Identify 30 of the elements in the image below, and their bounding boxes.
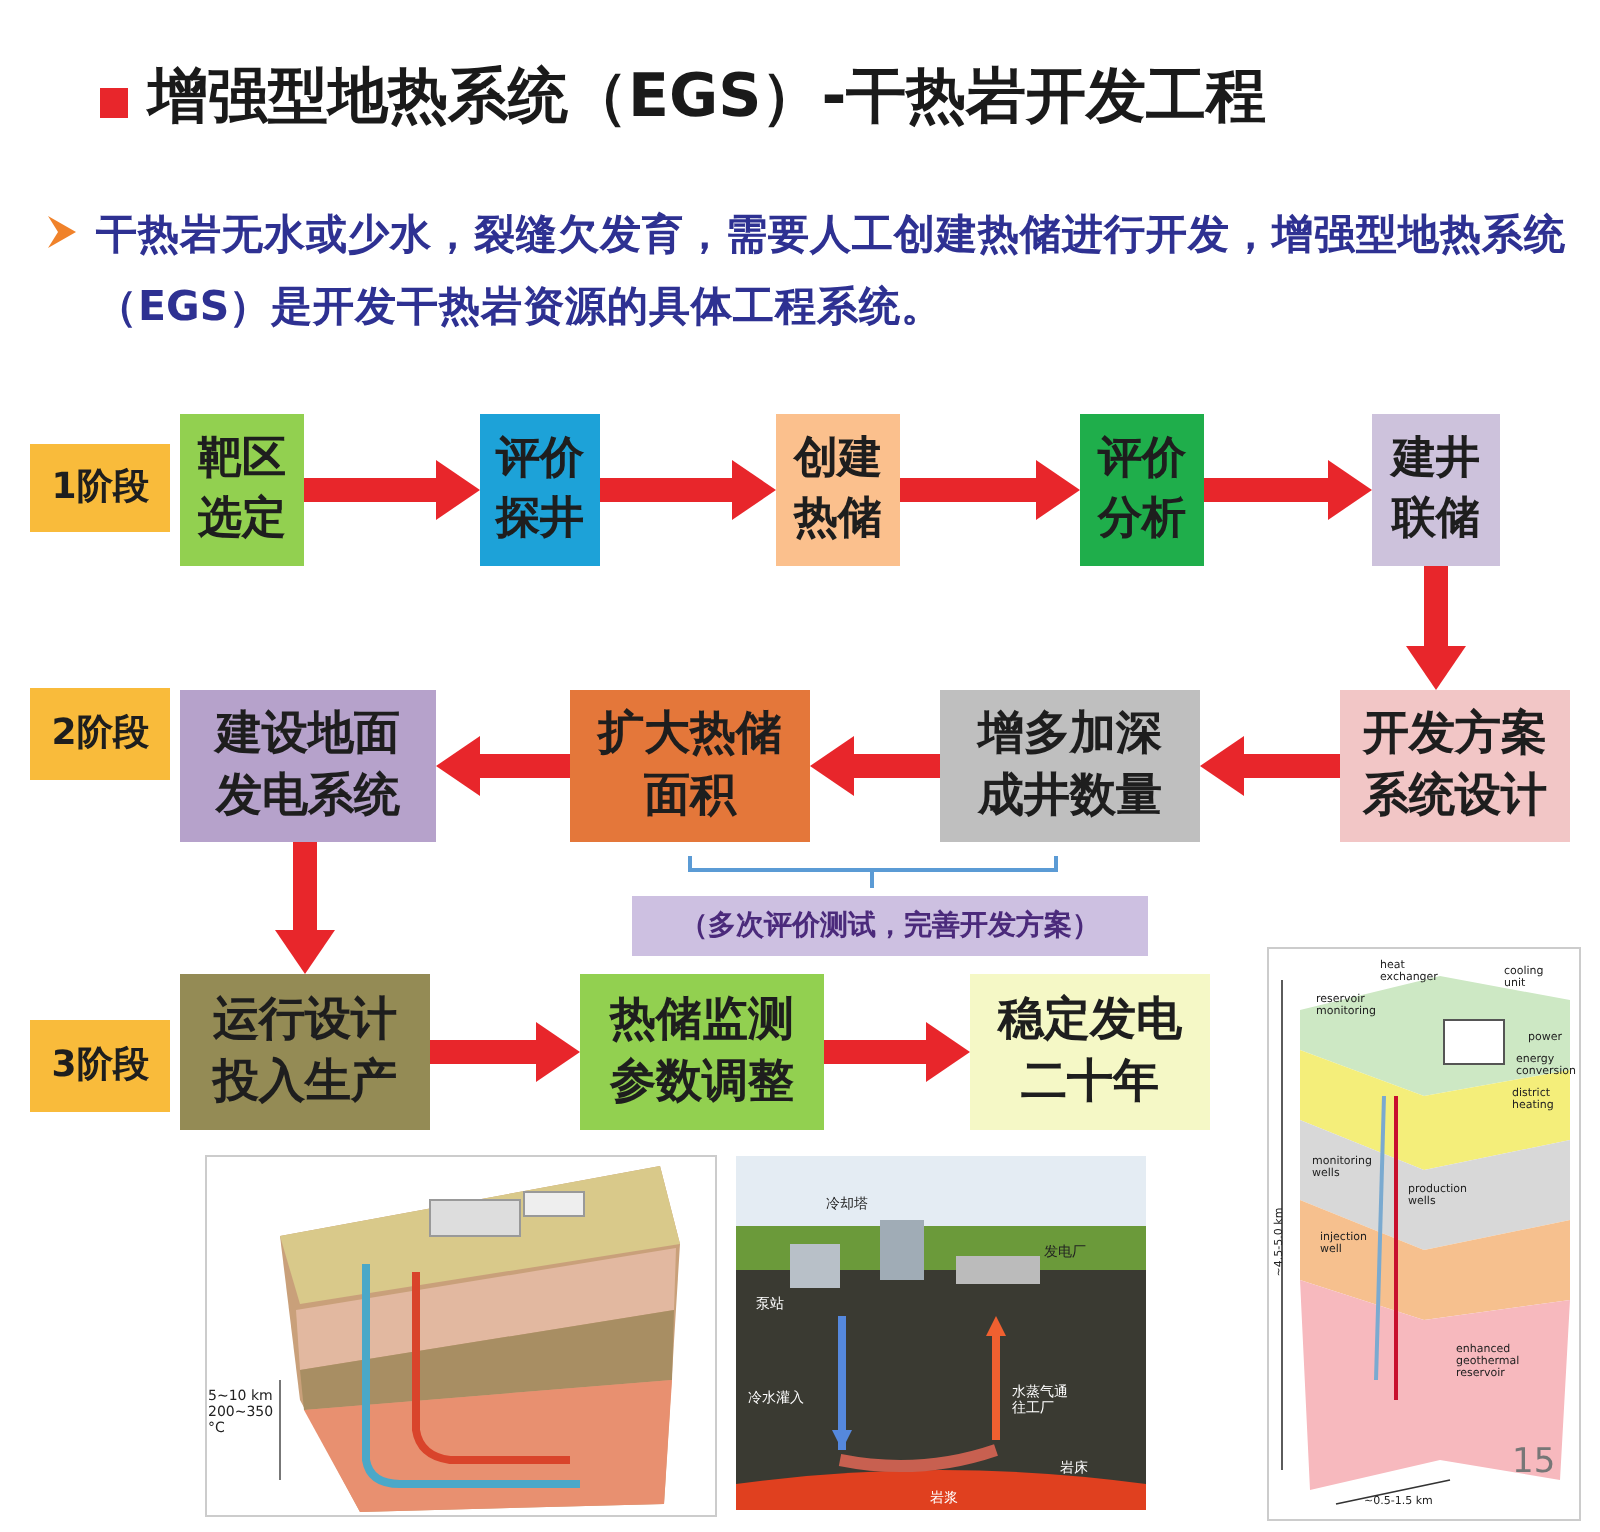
- process-box: 建设地面发电系统: [180, 690, 436, 842]
- stage-label: 1阶段: [30, 444, 170, 532]
- arrow: [600, 460, 776, 520]
- arrow: [275, 842, 335, 974]
- arrow: [824, 1022, 970, 1082]
- page-number: 15: [1512, 1442, 1558, 1482]
- arrow: [1406, 566, 1466, 690]
- arrow: [1200, 736, 1340, 796]
- process-box: 运行设计投入生产: [180, 974, 430, 1130]
- process-box: 开发方案系统设计: [1340, 690, 1570, 842]
- process-box: 靶区选定: [180, 414, 304, 566]
- bullet-text: 干热岩无水或少水，裂缝欠发育，需要人工创建热储进行开发，增强型地热系统（EGS）是开发干热岩资源的具体工程系统。: [96, 208, 1568, 334]
- stage-label: 3阶段: [30, 1020, 170, 1112]
- arrow: [1204, 460, 1372, 520]
- arrow: [900, 460, 1080, 520]
- arrow: [430, 1022, 580, 1082]
- arrow: [810, 736, 940, 796]
- slide-title: 增强型地热系统（EGS）-干热岩开发工程: [148, 60, 1267, 136]
- process-box: 稳定发电二十年: [970, 974, 1210, 1130]
- note-box: （多次评价测试，完善开发方案）: [632, 896, 1148, 956]
- process-box: 评价分析: [1080, 414, 1204, 566]
- process-box: 建井联储: [1372, 414, 1500, 566]
- arrow: [304, 460, 480, 520]
- process-box: 评价探井: [480, 414, 600, 566]
- stage-label: 2阶段: [30, 688, 170, 780]
- process-box: 增多加深成井数量: [940, 690, 1200, 842]
- process-box: 扩大热储面积: [570, 690, 810, 842]
- arrow: [436, 736, 570, 796]
- process-box: 创建热储: [776, 414, 900, 566]
- process-box: 热储监测参数调整: [580, 974, 824, 1130]
